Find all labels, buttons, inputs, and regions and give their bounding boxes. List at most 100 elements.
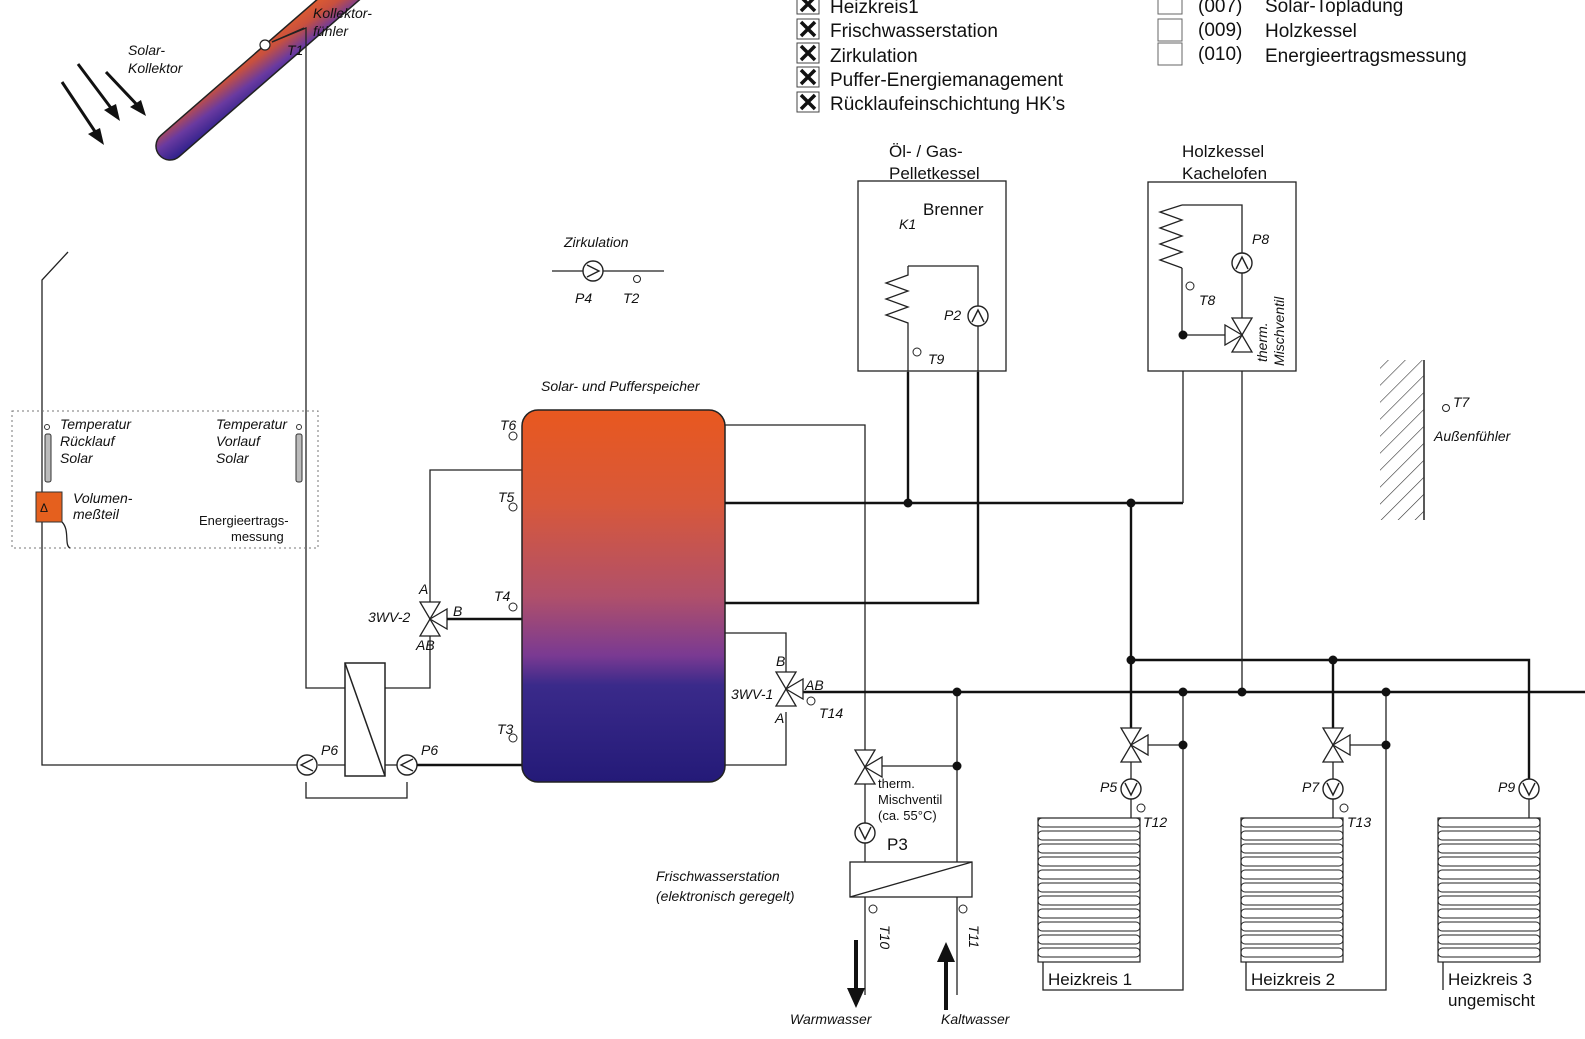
- fws-valve-label: (ca. 55°C): [878, 808, 937, 823]
- pump-p5-label: P5: [1100, 779, 1117, 795]
- temp-sensor-icon: [296, 424, 302, 430]
- pump-p9-label: P9: [1498, 779, 1515, 795]
- legend-option-puffer-energiemanagement: Puffer-Energiemanagement: [796, 66, 1064, 91]
- fresh-water-station: therm. Mischventil (ca. 55°C) P3 T10 T11…: [656, 749, 1011, 1027]
- sensor-t11-label: T11: [966, 925, 982, 948]
- collector-sensor-label: Kollektor-: [313, 5, 372, 21]
- volume-meter-label: Volumen-: [73, 490, 133, 506]
- k1-label: K1: [899, 216, 916, 232]
- legend-option-ruecklaufeinschichtung: Rücklaufeinschichtung HK’s: [796, 91, 1065, 115]
- sensor-t11-icon: [958, 904, 968, 914]
- sensor-t3-label: T3: [497, 721, 514, 737]
- heating-circuit-1: P5 T12 Heizkreis 1: [1037, 727, 1167, 991]
- temp-sensor-icon: [44, 424, 50, 430]
- sensor-t12-icon: [1136, 803, 1146, 813]
- volume-meter-icon: [35, 491, 63, 523]
- collector-sensor-label: fühler: [313, 23, 349, 39]
- sensor-t13-label: T13: [1347, 814, 1371, 830]
- oil-boiler-title: Öl- / Gas-: [889, 142, 963, 161]
- sensor-t12-label: T12: [1143, 814, 1167, 830]
- port-ab-label: AB: [415, 637, 435, 653]
- sensor-t8-icon: [1185, 281, 1195, 291]
- wood-boiler-title: Holzkessel: [1182, 142, 1264, 161]
- radiator-1-icon: [1037, 817, 1141, 963]
- storage-vessel: [521, 409, 726, 783]
- sensor-t7-label: T7: [1453, 394, 1471, 410]
- sensor-t14-label: T14: [819, 705, 843, 721]
- legend-label: Heizkreis1: [830, 0, 919, 18]
- pump-p3-label: P3: [887, 835, 908, 854]
- sensor-t14-icon: [806, 696, 816, 706]
- port-b-label: B: [453, 603, 462, 619]
- fws-title: (elektronisch geregelt): [656, 888, 795, 904]
- pump-p6-label: P6: [321, 742, 338, 758]
- volume-meter-delta: Δ: [40, 501, 48, 515]
- wood-heating-coil-icon: [1157, 204, 1184, 269]
- pump-p7-icon: [1322, 778, 1344, 800]
- collector-label: Kollektor: [128, 60, 184, 76]
- pump-p6-primary-icon: [296, 754, 318, 776]
- pump-p2-icon: [967, 305, 989, 327]
- sensor-t8-label: T8: [1199, 292, 1216, 308]
- volume-meter-label: meßteil: [73, 506, 120, 522]
- collector-label: Solar-: [128, 42, 165, 58]
- pipe-junctions: [903, 330, 1391, 771]
- pump-p2-label: P2: [944, 307, 961, 323]
- legend-label: Solar-Topladung: [1265, 0, 1403, 17]
- warm-water-label: Warmwasser: [790, 1011, 873, 1027]
- wood-boiler: Holzkessel Kachelofen P8 T8 therm. Misch…: [1147, 142, 1297, 372]
- oil-gas-boiler: Öl- / Gas- Pelletkessel Brenner K1 P2 T9: [857, 142, 1007, 372]
- port-a-label: A: [418, 581, 428, 597]
- sensor-t9-icon: [912, 347, 922, 357]
- pump-p8-icon: [1231, 252, 1253, 274]
- valve-3wv-1: 3WV-1 B AB A T14: [731, 653, 843, 726]
- energy-measurement-box: Temperatur Rücklauf Solar Temperatur Vor…: [11, 410, 319, 549]
- return-temp-label: Solar: [60, 450, 94, 466]
- oil-boiler-title: Pelletkessel: [889, 164, 980, 183]
- legend-label: Frischwasserstation: [830, 21, 998, 42]
- storage-title: Solar- und Pufferspeicher: [541, 378, 701, 394]
- return-temp-label: Temperatur: [60, 416, 132, 432]
- yield-label: Energieertrags-: [199, 513, 289, 528]
- legend-option-zirkulation: Zirkulation: [796, 42, 918, 67]
- circulation-title: Zirkulation: [563, 234, 629, 250]
- pump-p6-secondary-icon: [396, 754, 418, 776]
- burner-label: Brenner: [923, 200, 984, 219]
- outdoor-label: Außenfühler: [1433, 428, 1512, 444]
- sensor-t4-icon: [508, 602, 518, 612]
- legend-option-solar-topladung: (007) Solar-Topladung: [1157, 0, 1403, 17]
- fws-valve-label: therm.: [878, 776, 915, 791]
- heating-circuit-3: P9 Heizkreis 3 ungemischt: [1437, 778, 1541, 1010]
- legend-label: Zirkulation: [830, 46, 918, 67]
- legend-option-energieertragsmessung: (010) Energieertragsmessung: [1157, 42, 1467, 67]
- fws-title: Frischwasserstation: [656, 868, 780, 884]
- sunlight-arrows-icon: [60, 63, 146, 145]
- valve-3wv-2-label: 3WV-2: [368, 609, 410, 625]
- collector-panel: [155, 0, 383, 161]
- circuit-1-label: Heizkreis 1: [1048, 970, 1132, 989]
- cold-water-arrow-icon: [937, 942, 955, 1010]
- flow-temp-label: Vorlauf: [216, 433, 262, 449]
- storage-tank: Solar- und Pufferspeicher T6 T5 T4 T3: [494, 378, 726, 783]
- checkbox-empty-icon: [1157, 0, 1183, 15]
- pump-p8-label: P8: [1252, 231, 1269, 247]
- return-sensor-probe-icon: [44, 433, 52, 483]
- legend: Heizkreis1 Frischwasserstation Zirkulati…: [796, 0, 1467, 115]
- sensor-t3-icon: [508, 733, 518, 743]
- sensor-t13-icon: [1339, 803, 1349, 813]
- sensor-t9-label: T9: [928, 351, 945, 367]
- legend-code: (007): [1198, 0, 1242, 17]
- solar-heat-exchanger: P6 P6: [296, 640, 523, 799]
- legend-label: Rücklaufeinschichtung HK’s: [830, 94, 1065, 115]
- port-ab-label: AB: [804, 677, 824, 693]
- yield-label: messung: [231, 529, 284, 544]
- sensor-t5-label: T5: [498, 489, 515, 505]
- solar-collector: Solar- Kollektor Kollektor- fühler T1: [60, 0, 383, 161]
- heating-coil-icon: [884, 266, 910, 329]
- pump-p3-icon: [854, 822, 876, 844]
- port-b-label: B: [776, 653, 785, 669]
- sensor-t2-label: T2: [623, 290, 640, 306]
- legend-option-holzkessel: (009) Holzkessel: [1157, 18, 1357, 42]
- sensor-t6-label: T6: [500, 417, 517, 433]
- legend-option-heizkreis1: Heizkreis1: [796, 0, 919, 18]
